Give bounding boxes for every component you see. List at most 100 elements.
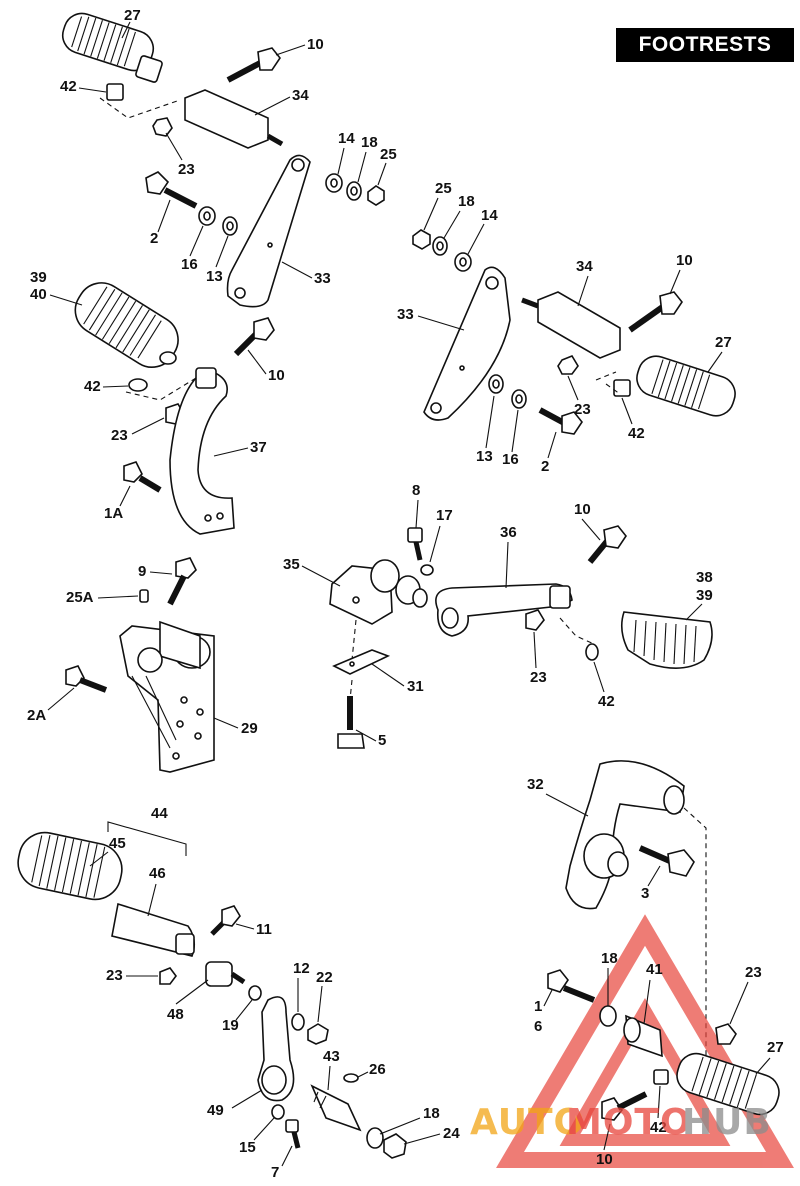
part-label-42: 42 <box>84 378 101 395</box>
part-label-18: 18 <box>458 193 475 210</box>
part-label-24: 24 <box>443 1125 460 1142</box>
part-label-12: 12 <box>293 960 310 977</box>
part-label-10: 10 <box>307 36 324 53</box>
footrest-arm-36 <box>435 583 573 637</box>
part-label-10: 10 <box>268 367 285 384</box>
clevis-pin-42b <box>613 379 631 397</box>
bolt-1 <box>547 969 596 1003</box>
left-bracket-assembly: 9 25A 2A 29 <box>27 557 258 773</box>
clevis-pin-42c <box>128 378 148 392</box>
lockwasher-18a <box>346 181 362 201</box>
clevis-pin-42e <box>653 1069 669 1085</box>
part-label-39: 39 <box>696 587 713 604</box>
part-label-44: 44 <box>151 805 168 822</box>
part-label-25A: 25A <box>66 589 94 606</box>
washer-15 <box>271 1104 285 1120</box>
part-label-40: 40 <box>30 286 47 303</box>
bolt-10e <box>601 1091 648 1121</box>
part-label-42: 42 <box>650 1119 667 1136</box>
part-label-23: 23 <box>745 964 762 981</box>
part-label-46: 46 <box>149 865 166 882</box>
bolt-10b <box>628 291 683 333</box>
part-label-18: 18 <box>423 1105 440 1122</box>
part-label-23: 23 <box>111 427 128 444</box>
part-label-14: 14 <box>338 130 355 147</box>
key-26 <box>343 1073 359 1083</box>
mounting-plate-33a <box>226 154 311 308</box>
part-label-6: 6 <box>534 1018 542 1035</box>
part-label-2A: 2A <box>27 707 46 724</box>
footrest-bracket-37 <box>169 367 235 535</box>
part-label-27: 27 <box>715 334 732 351</box>
part-label-42: 42 <box>598 693 615 710</box>
part-label-34: 34 <box>292 87 309 104</box>
bolt-1A <box>123 461 162 493</box>
part-label-22: 22 <box>316 969 333 986</box>
part-label-33: 33 <box>314 270 331 287</box>
bolt-10a <box>226 47 281 83</box>
part-label-1: 1 <box>534 998 542 1015</box>
nut-25b <box>412 229 431 250</box>
spacer-48 <box>205 961 246 987</box>
mounting-bracket-29 <box>119 620 215 773</box>
dash-line <box>99 97 181 119</box>
part-label-16: 16 <box>181 256 198 273</box>
dash-line <box>595 371 621 395</box>
pivot-shaft-43 <box>310 1084 362 1132</box>
footrest-bracket-34a <box>184 89 284 149</box>
part-label-7: 7 <box>271 1164 279 1181</box>
top-right-footrest-assembly: 25 18 14 34 10 33 27 23 42 13 16 2 <box>397 180 736 475</box>
part-label-32: 32 <box>527 776 544 793</box>
part-label-41: 41 <box>646 961 663 978</box>
part-label-42: 42 <box>60 78 77 95</box>
part-label-26: 26 <box>369 1061 386 1078</box>
part-label-23: 23 <box>574 401 591 418</box>
part-label-15: 15 <box>239 1139 256 1156</box>
part-label-3: 3 <box>641 885 649 902</box>
washer-13a <box>222 216 238 236</box>
part-label-42: 42 <box>628 425 645 442</box>
part-label-25: 25 <box>435 180 452 197</box>
footpeg-rubber-38 <box>620 611 713 669</box>
part-label-18: 18 <box>601 950 618 967</box>
watermark-moto: MOTO <box>566 1102 692 1143</box>
mount-35 <box>329 559 428 625</box>
nut-22 <box>307 1023 329 1045</box>
bracket-line-44 <box>107 821 187 856</box>
part-label-23: 23 <box>178 161 195 178</box>
nut-23e <box>159 967 177 985</box>
dash-line <box>683 807 707 1060</box>
part-label-2: 2 <box>150 230 158 247</box>
part-label-10: 10 <box>596 1151 613 1168</box>
part-label-2: 2 <box>541 458 549 475</box>
clevis-41 <box>623 1014 663 1058</box>
lockwasher-18b <box>432 236 448 256</box>
bolt-11 <box>210 905 241 936</box>
part-label-19: 19 <box>222 1017 239 1034</box>
part-label-31: 31 <box>407 678 424 695</box>
footpeg-rubber-39a <box>74 282 179 368</box>
bolt-8 <box>407 527 423 561</box>
footpeg-rubber-27a <box>61 12 163 83</box>
fitting-25A <box>139 589 149 603</box>
nut-23a <box>152 117 173 137</box>
lockwasher-12 <box>291 1013 305 1031</box>
washer-16a <box>198 206 216 226</box>
footpeg-rubber-27c <box>676 1052 780 1116</box>
screw-7 <box>285 1119 301 1149</box>
plate-31 <box>332 649 391 675</box>
footrest-bracket-34b <box>521 291 621 359</box>
part-label-18: 18 <box>361 134 378 151</box>
part-label-43: 43 <box>323 1048 340 1065</box>
bolt-9 <box>167 557 197 606</box>
nut-23b <box>557 355 579 375</box>
part-label-11: 11 <box>256 921 272 938</box>
washer-13b <box>488 374 504 394</box>
lockwasher-18d <box>599 1005 617 1027</box>
bottom-left-footrest-assembly: 44 45 46 11 23 48 19 12 22 43 26 49 15 7… <box>17 805 460 1181</box>
bolt-10c <box>233 317 275 357</box>
washer-14b <box>454 252 472 272</box>
middle-left-footrest-assembly: 39 40 10 42 23 37 1A <box>30 269 285 535</box>
part-label-13: 13 <box>206 268 223 285</box>
